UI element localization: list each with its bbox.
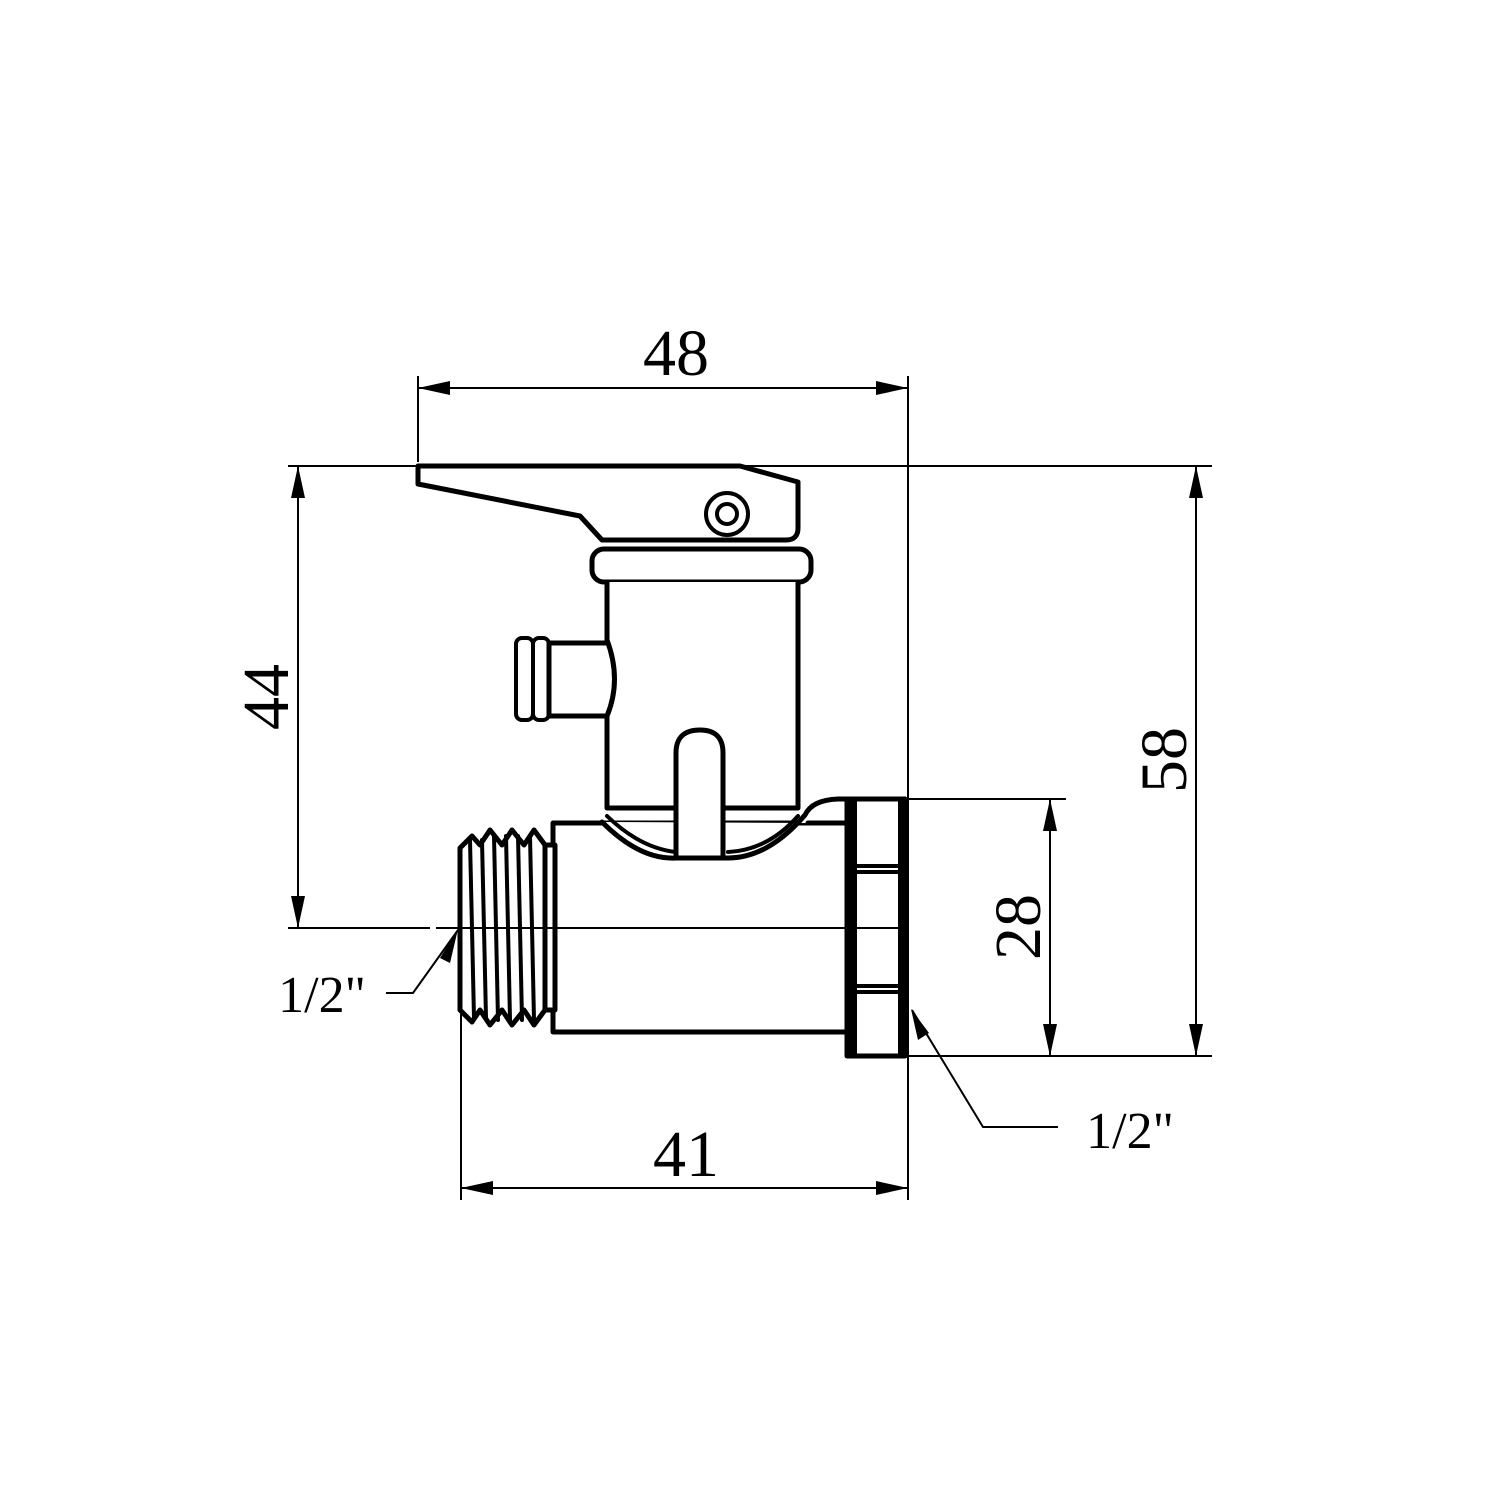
- drain-nozzle: [514, 636, 617, 722]
- dim-label-44: 44: [230, 664, 303, 730]
- dim-label-48: 48: [643, 317, 709, 390]
- lever: [415, 463, 801, 543]
- cap-ring: [589, 546, 814, 585]
- dim-label-41: 41: [653, 1118, 719, 1191]
- callout-leaders: [386, 929, 1058, 1128]
- pivot-pin-outer-icon: [704, 491, 750, 537]
- housing-saddle: [599, 796, 853, 861]
- callout-label-outlet: 1/2": [1086, 1103, 1174, 1160]
- callout-label-inlet: 1/2": [278, 967, 366, 1024]
- stem-slot: [673, 727, 726, 861]
- valve-drawing: [415, 463, 908, 1059]
- dim-label-28: 28: [982, 894, 1055, 960]
- dim-label-58: 58: [1128, 727, 1201, 793]
- pivot-pin-inner-icon: [715, 502, 739, 526]
